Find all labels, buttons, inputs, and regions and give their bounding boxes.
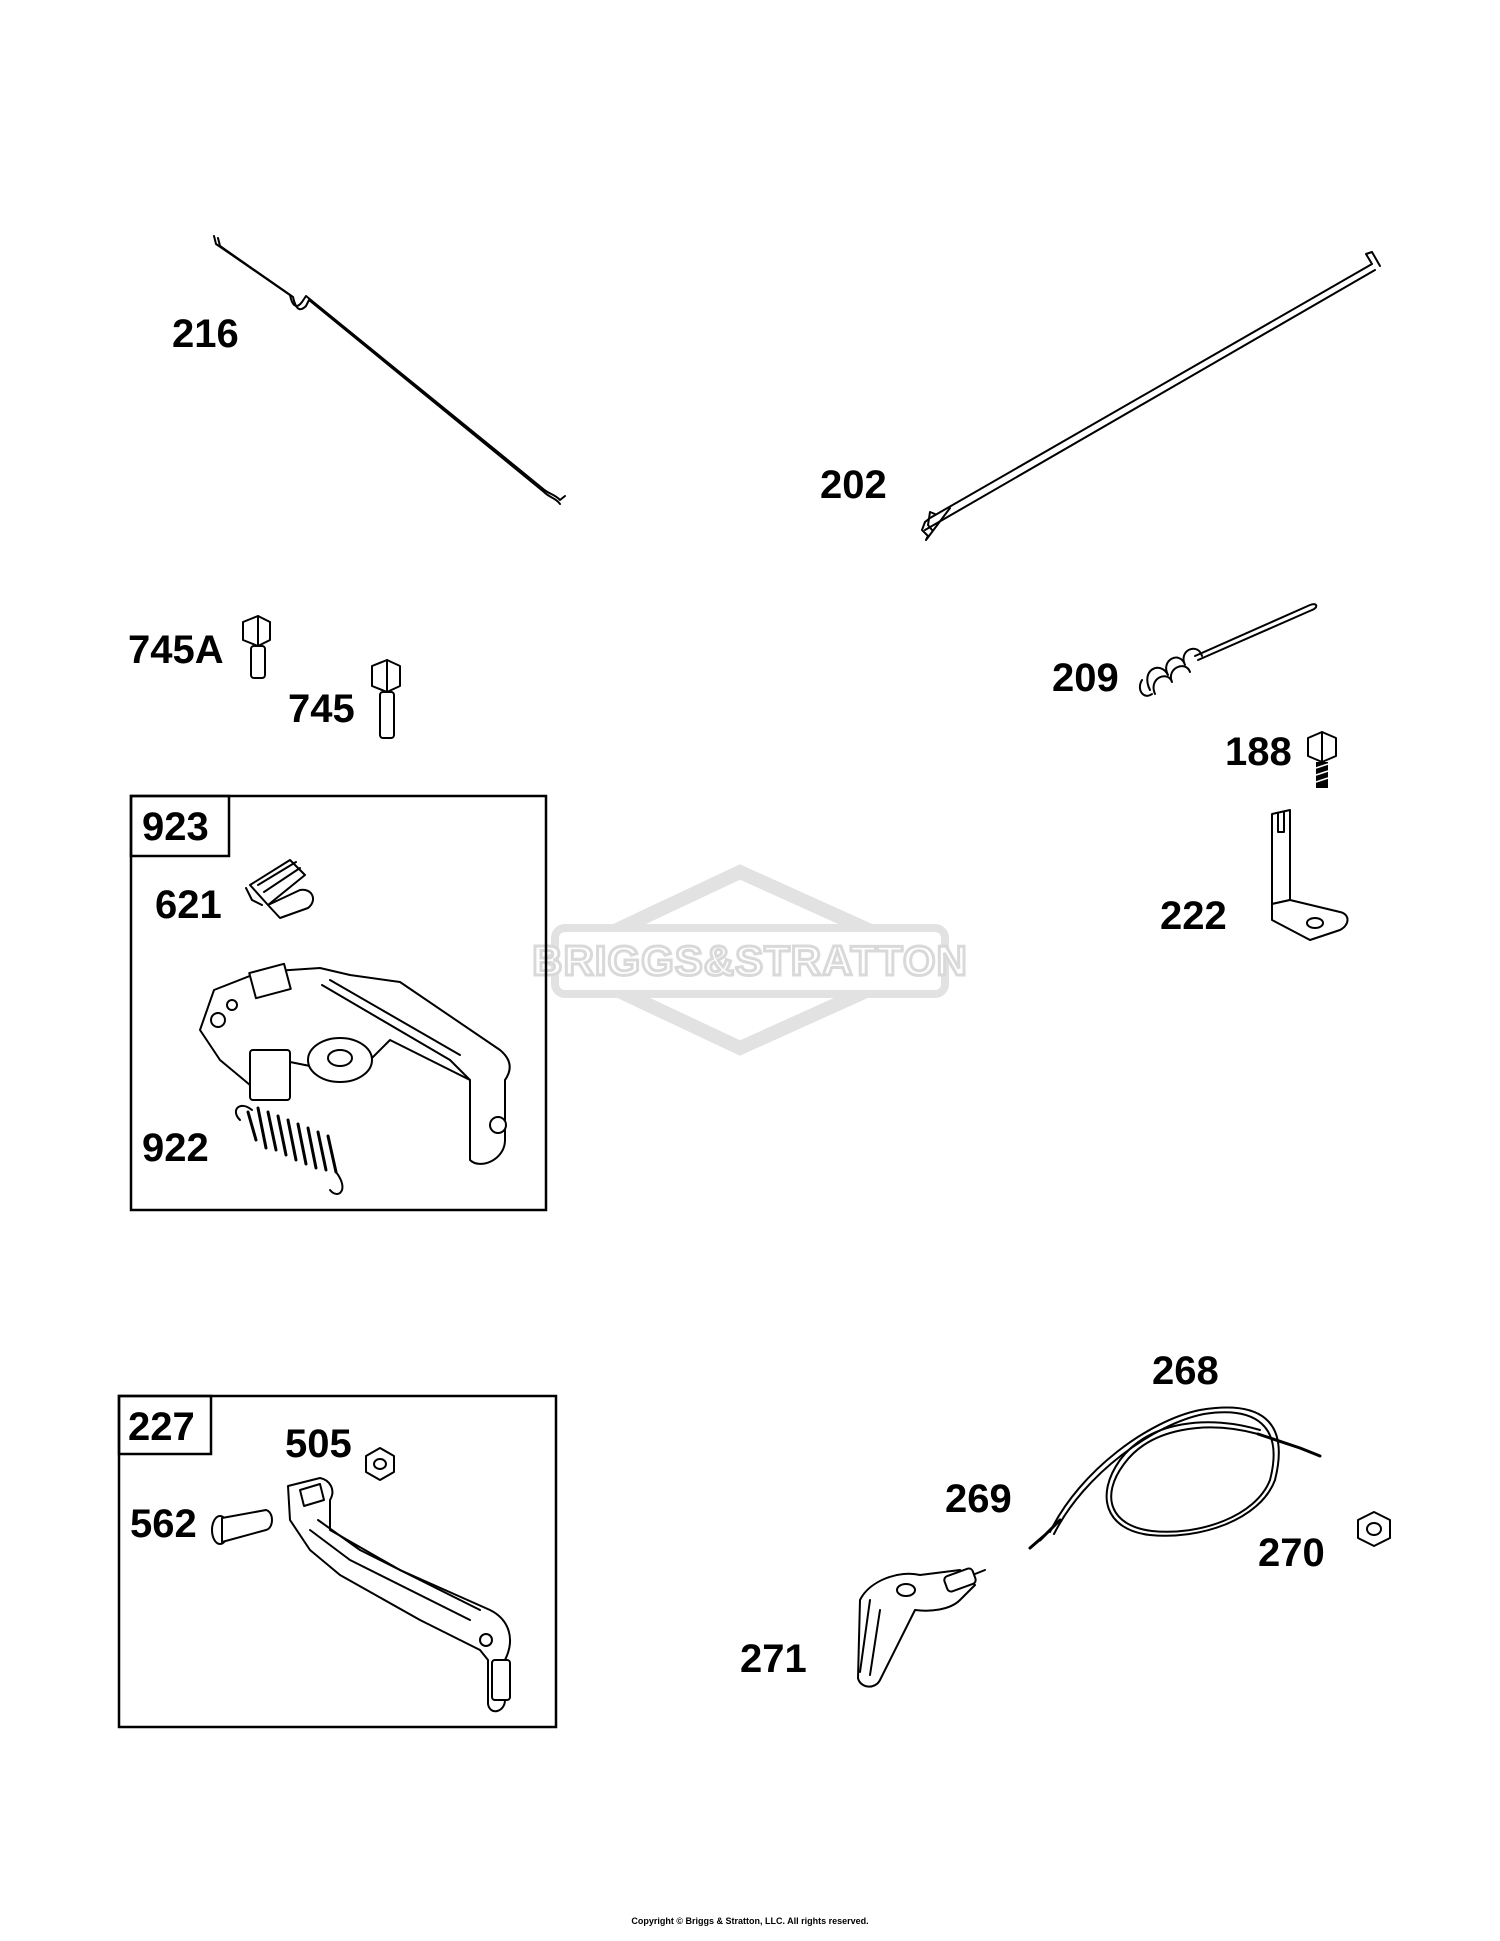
watermark-text: BRIGGS&STRATTON bbox=[532, 937, 968, 984]
part-216-drawing bbox=[213, 235, 566, 505]
part-268-drawing bbox=[1028, 1406, 1322, 1550]
part-505-drawing bbox=[365, 1447, 395, 1481]
part-209-drawing bbox=[1138, 603, 1318, 697]
copyright-notice: Copyright © Briggs & Stratton, LLC. All … bbox=[631, 1916, 869, 1926]
part-745A-drawing bbox=[242, 615, 271, 679]
part-label: 922 bbox=[142, 1126, 209, 1170]
part-label: 216 bbox=[172, 312, 239, 356]
part-label: 562 bbox=[130, 1502, 197, 1546]
part-922-drawing bbox=[234, 1104, 344, 1195]
part-label: 271 bbox=[740, 1637, 807, 1681]
part-label: 745A bbox=[128, 628, 224, 672]
part-label: 188 bbox=[1225, 730, 1292, 774]
part-188-drawing bbox=[1307, 731, 1337, 788]
part-745-drawing bbox=[371, 659, 401, 739]
part-label: 222 bbox=[1160, 894, 1227, 938]
part-222-drawing bbox=[1271, 809, 1349, 941]
control-lever-drawing bbox=[287, 1477, 511, 1713]
part-label: 268 bbox=[1152, 1349, 1219, 1393]
part-562-drawing bbox=[211, 1509, 273, 1545]
part-label: 202 bbox=[820, 463, 887, 507]
part-621-drawing bbox=[245, 859, 315, 919]
kit-923-box bbox=[129, 794, 548, 1212]
part-label: 209 bbox=[1052, 656, 1119, 700]
part-label: 270 bbox=[1258, 1531, 1325, 1575]
briggs-stratton-watermark: BRIGGS&STRATTON bbox=[531, 864, 968, 1056]
part-label: 269 bbox=[945, 1477, 1012, 1521]
part-202-drawing bbox=[921, 251, 1381, 541]
part-271-drawing bbox=[857, 1567, 986, 1688]
part-label: 621 bbox=[155, 883, 222, 927]
part-label: 505 bbox=[285, 1422, 352, 1466]
kit-label: 923 bbox=[142, 805, 209, 849]
control-bracket-drawing bbox=[199, 962, 511, 1165]
kit-227-box bbox=[117, 1394, 558, 1729]
kit-label: 227 bbox=[128, 1405, 195, 1449]
part-270-drawing bbox=[1357, 1511, 1391, 1547]
part-label: 745 bbox=[288, 687, 355, 731]
